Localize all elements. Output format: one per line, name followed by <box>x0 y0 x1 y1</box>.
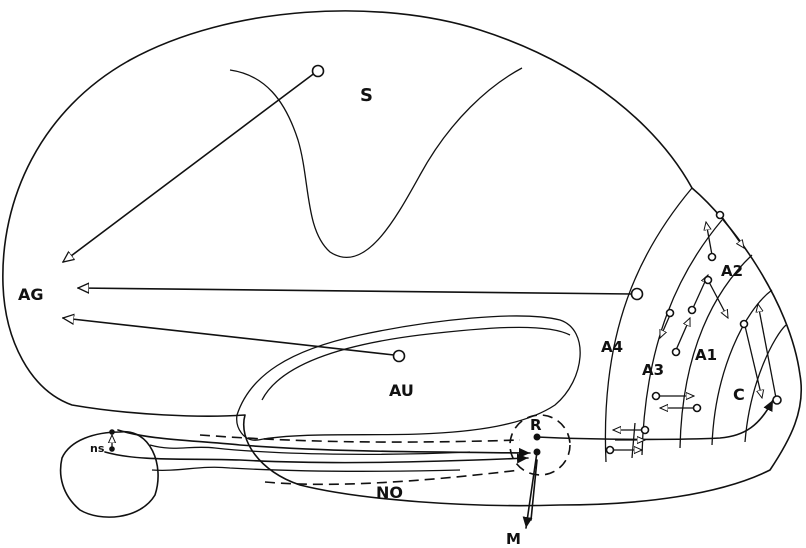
m-to-r-arrow <box>530 459 538 521</box>
label-no: NO <box>376 483 403 502</box>
optic-pathway-solid <box>117 429 531 458</box>
central-fissure <box>229 67 523 259</box>
r-to-c-arrow <box>536 399 774 441</box>
optic-pathway-dashed <box>199 434 521 443</box>
r-to-m-arrow <box>522 451 538 529</box>
au-node <box>392 349 406 363</box>
label-a1: A1 <box>695 346 717 364</box>
occipital-arrows <box>605 210 782 459</box>
label-s: S <box>360 85 373 106</box>
arc-4 <box>744 324 787 443</box>
ns-node-top <box>109 429 115 435</box>
label-au: AU <box>389 381 414 400</box>
s-node <box>311 64 325 78</box>
a4-to-ag-arrow <box>78 288 633 295</box>
eye-outline <box>59 431 159 518</box>
label-m: M <box>506 530 521 548</box>
arc-3 <box>711 289 773 446</box>
label-a3: A3 <box>642 361 664 379</box>
arc-outer <box>604 187 693 463</box>
label-ns: ns <box>90 442 105 455</box>
temporal-region <box>236 315 581 441</box>
brain-outline <box>2 10 802 507</box>
au-to-ag-arrow <box>63 318 395 356</box>
temporal-inner <box>261 326 571 401</box>
ns-node-bottom <box>109 446 115 452</box>
arc-2 <box>679 254 753 449</box>
optic-stalk-bottom <box>151 466 461 472</box>
label-ag: AG <box>18 285 44 304</box>
optic-pathway-dashed-lower <box>264 469 521 486</box>
r-region-circle <box>509 414 571 476</box>
label-r: R <box>530 416 542 434</box>
optic-stalk-top <box>149 444 471 455</box>
label-a2: A2 <box>721 262 743 280</box>
s-to-ag-arrow <box>63 71 317 262</box>
a4-node <box>630 287 644 301</box>
optic-pathway-solid-2 <box>104 451 529 464</box>
label-a4: A4 <box>601 338 623 356</box>
label-c: C <box>733 385 745 404</box>
